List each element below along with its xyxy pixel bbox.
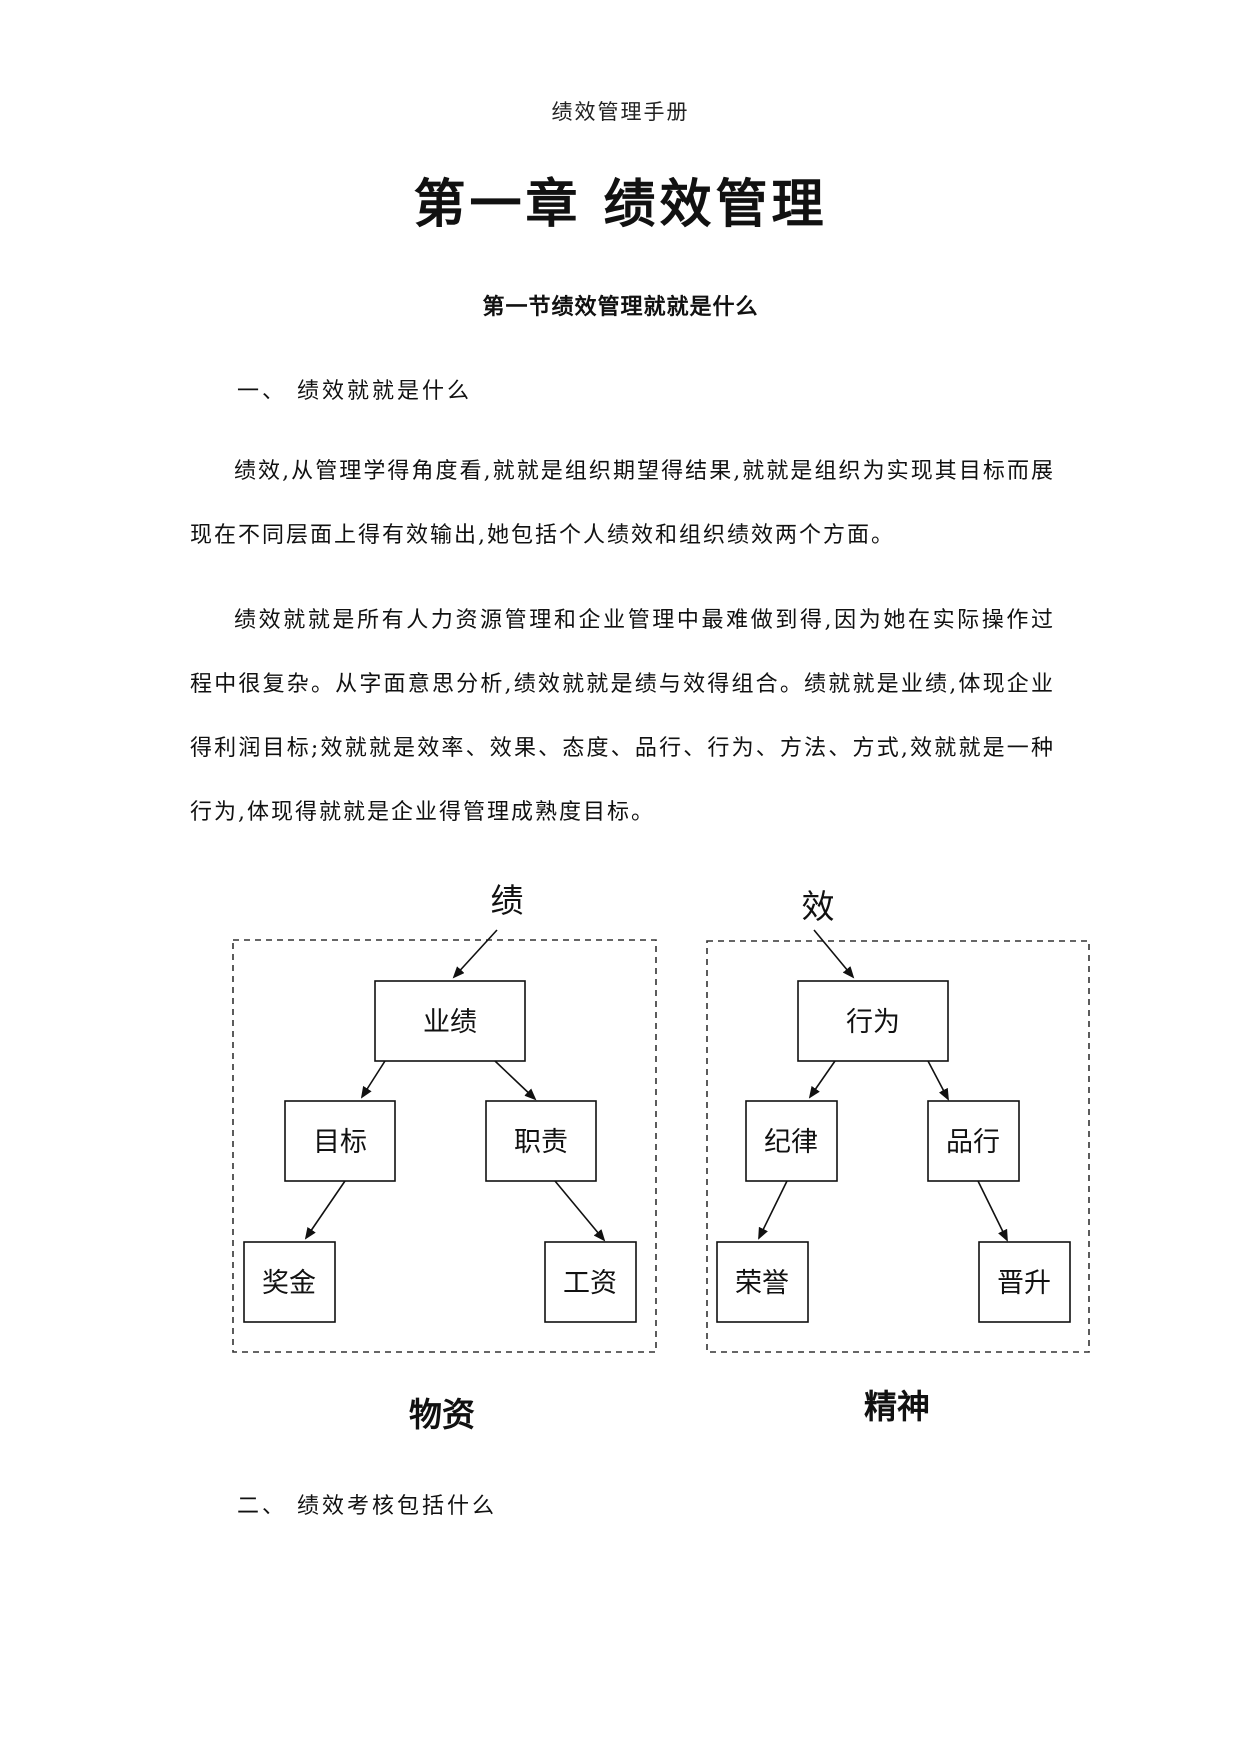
right-top-label: 效 [802,887,835,926]
right-arrow-midright-leaf [977,1180,1008,1242]
left-midright-box [485,1100,597,1182]
right-top-arrow [813,929,855,979]
left-top-arrow [452,929,498,979]
paragraph-explanation: 绩效就就是所有人力资源管理和企业管理中最难做到得,因为她在实际操作过程中很复杂。… [190,608,1055,825]
right-midleft-label: 纪律 [764,1127,818,1158]
heading-appraisal-contents: 二、 绩效考核包括什么 [237,1494,497,1519]
right-leafright-label: 晋升 [997,1268,1051,1299]
right-root-box [797,980,949,1062]
right-midright-box [927,1100,1020,1182]
left-dashed-frame [232,939,657,1353]
performance-diagram: 绩 业绩 目标 职责 奖金 工资 物资 效 行为 纪律 品行 [232,881,1090,1434]
left-leafright-label: 工资 [563,1268,617,1299]
left-arrow-root-midright [494,1060,537,1101]
right-arrow-midleft-leaf [758,1180,788,1240]
right-midright-label: 品行 [946,1127,1000,1158]
right-root-label: 行为 [846,1007,900,1038]
left-arrow-midleft-leaf [304,1180,346,1240]
paragraph-definition: 绩效,从管理学得角度看,就就是组织期望得结果,就就是组织为实现其目标而展现在不同… [190,459,1055,548]
right-leafleft-label: 荣誉 [735,1268,789,1299]
left-root-box [374,980,526,1062]
heading-what-is-performance: 一、 绩效就就是什么 [237,379,472,404]
left-arrow-root-midleft [360,1060,386,1099]
left-midright-label: 职责 [514,1127,568,1158]
chapter-title: 第一章 绩效管理 [413,174,828,235]
right-caption: 精神 [864,1387,930,1426]
left-root-label: 业绩 [423,1007,477,1038]
right-midleft-box [745,1100,838,1182]
right-arrow-root-midright [927,1060,949,1101]
right-arrow-root-midleft [808,1060,836,1099]
right-dashed-frame [706,940,1090,1353]
left-arrow-midright-leaf [554,1180,606,1242]
right-leafleft-box [716,1241,809,1323]
left-midleft-label: 目标 [313,1127,367,1158]
running-header: 绩效管理手册 [551,100,690,124]
left-caption: 物资 [409,1395,475,1434]
left-leafleft-box [243,1241,336,1323]
left-midleft-box [284,1100,396,1182]
right-leafright-box [978,1241,1071,1323]
left-leafleft-label: 奖金 [262,1268,316,1299]
left-diagram-group: 绩 业绩 目标 职责 奖金 工资 物资 [232,881,657,1434]
section-title: 第一节绩效管理就就是什么 [482,294,759,320]
right-diagram-group: 效 行为 纪律 品行 荣誉 晋升 精神 [706,887,1090,1426]
left-leafright-box [544,1241,637,1323]
left-top-label: 绩 [491,881,524,920]
